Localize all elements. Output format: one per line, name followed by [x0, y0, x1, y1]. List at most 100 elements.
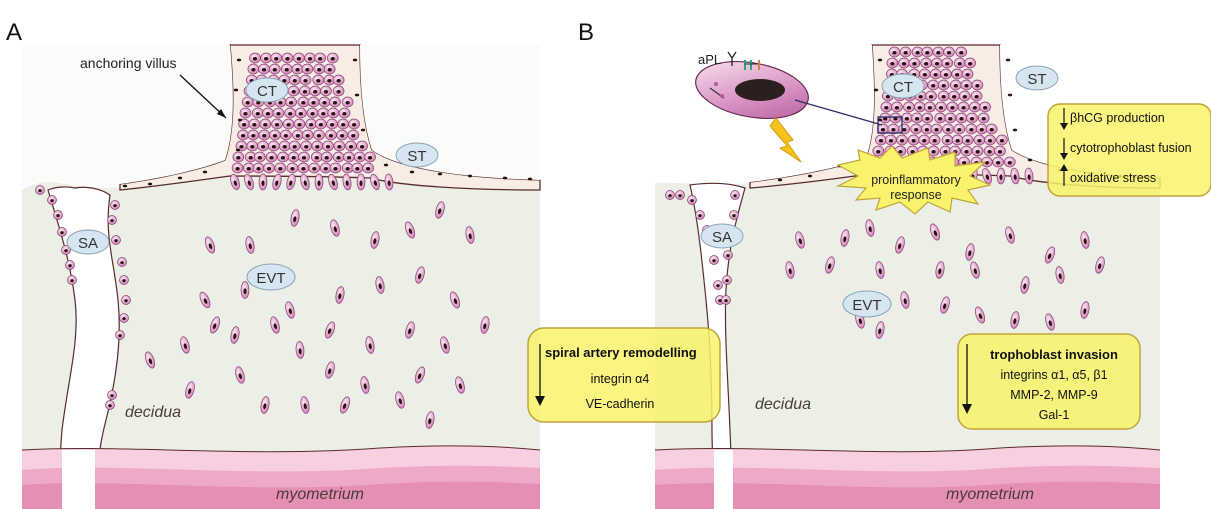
- myometrium-label-b: myometrium: [946, 486, 1034, 503]
- ct-cell: [966, 113, 977, 123]
- artery-wall-cell: [58, 228, 67, 237]
- ct-cell: [962, 69, 973, 79]
- ct-cell: [345, 141, 356, 151]
- ct-cell: [306, 119, 317, 129]
- ct-cell: [260, 119, 271, 129]
- ct-cell-base: [357, 174, 365, 190]
- st-effects-box: βhCG production cytotrophoblast fusion o…: [1048, 104, 1211, 196]
- ct-cell: [329, 97, 340, 107]
- ct-cell: [281, 64, 292, 74]
- ct-cell: [243, 163, 254, 173]
- ct-cell: [275, 163, 286, 173]
- ct-cell: [911, 124, 922, 134]
- ct-cell: [313, 130, 324, 140]
- st-nucleus: [237, 59, 241, 62]
- ct-cell: [249, 53, 260, 63]
- spiral-box-item-2: VE-cadherin: [586, 397, 655, 411]
- ct-cell: [969, 102, 980, 112]
- anchoring-villus-label: anchoring villus: [80, 55, 177, 71]
- ct-cell: [909, 58, 920, 68]
- artery-wall-cell: [730, 211, 739, 220]
- ct-cell: [933, 47, 944, 57]
- ct-cell: [949, 91, 960, 101]
- ct-cell: [1004, 157, 1015, 167]
- ct-cell: [287, 163, 298, 173]
- ct-cell: [271, 53, 282, 63]
- ct-cell: [294, 119, 305, 129]
- ct-cell: [959, 91, 970, 101]
- ct-cell: [940, 69, 951, 79]
- ct-cell: [932, 58, 943, 68]
- ct-cell: [942, 135, 953, 145]
- ct-cell: [327, 119, 338, 129]
- decidua-label-a: decidua: [125, 404, 181, 421]
- ct-cell: [890, 113, 901, 123]
- ct-cell: [238, 130, 249, 140]
- ct-cell: [348, 130, 359, 140]
- ct-cell: [972, 146, 983, 156]
- ct-cell: [258, 141, 269, 151]
- ct-cell: [288, 86, 299, 96]
- ct-cell: [233, 152, 244, 162]
- ct-cell: [961, 146, 972, 156]
- ct-cell: [996, 135, 1007, 145]
- ct-cell: [261, 53, 272, 63]
- ct-cell: [282, 53, 293, 63]
- st-nucleus: [410, 171, 414, 174]
- st-nucleus: [355, 94, 359, 97]
- proinflammatory-label-2: response: [890, 188, 941, 202]
- ct-cell: [253, 163, 264, 173]
- ct-cell: [900, 47, 911, 57]
- panel-a-letter: A: [6, 19, 22, 46]
- ct-cell: [956, 47, 967, 57]
- ct-cell: [289, 75, 300, 85]
- ct-cell: [978, 113, 989, 123]
- ct-cell: [319, 97, 330, 107]
- artery-wall-cell: [676, 191, 685, 200]
- apl-cell-nucleus: [735, 79, 785, 101]
- ct-cell: [293, 53, 304, 63]
- artery-wall-cell: [118, 258, 127, 267]
- panel-a-artery-through-myo: [62, 450, 95, 509]
- ct-cell: [919, 69, 930, 79]
- ct-cell: [259, 130, 270, 140]
- ct-cell: [305, 53, 316, 63]
- troph-box-title: trophoblast invasion: [990, 347, 1118, 362]
- ct-cell: [974, 135, 985, 145]
- ct-cell: [259, 64, 270, 74]
- ct-cell: [338, 119, 349, 129]
- ct-cell: [922, 47, 933, 57]
- st-nucleus: [503, 177, 507, 180]
- ct-cell: [313, 75, 324, 85]
- artery-wall-cell: [108, 216, 117, 225]
- artery-wall-cell: [66, 261, 75, 270]
- st-nucleus: [1008, 94, 1012, 97]
- sa-label-b: SA: [712, 229, 732, 246]
- ct-label-a: CT: [257, 83, 277, 100]
- ct-cell: [309, 163, 320, 173]
- ct-cell: [365, 152, 376, 162]
- ct-cell: [321, 152, 332, 162]
- ct-cell: [966, 124, 977, 134]
- ct-cell: [363, 163, 374, 173]
- ct-cell: [310, 86, 321, 96]
- ct-cell: [268, 141, 279, 151]
- st-nucleus: [1013, 129, 1017, 132]
- ct-cell: [252, 108, 263, 118]
- ct-cell: [307, 108, 318, 118]
- evt-cell: [241, 282, 249, 299]
- ct-cell-base: [997, 168, 1005, 184]
- ct-cell: [885, 135, 896, 145]
- ct-cell: [349, 119, 360, 129]
- st-nucleus: [878, 59, 882, 62]
- ct-cell: [947, 102, 958, 112]
- ct-cell: [264, 163, 275, 173]
- st-nucleus: [778, 179, 782, 182]
- artery-wall-cell: [724, 251, 733, 260]
- st-effect-1: βhCG production: [1070, 111, 1165, 125]
- ct-cell: [298, 97, 309, 107]
- ct-cell: [298, 163, 309, 173]
- ct-cell: [931, 124, 942, 134]
- ct-cell: [954, 124, 965, 134]
- artery-wall-cell: [710, 256, 719, 265]
